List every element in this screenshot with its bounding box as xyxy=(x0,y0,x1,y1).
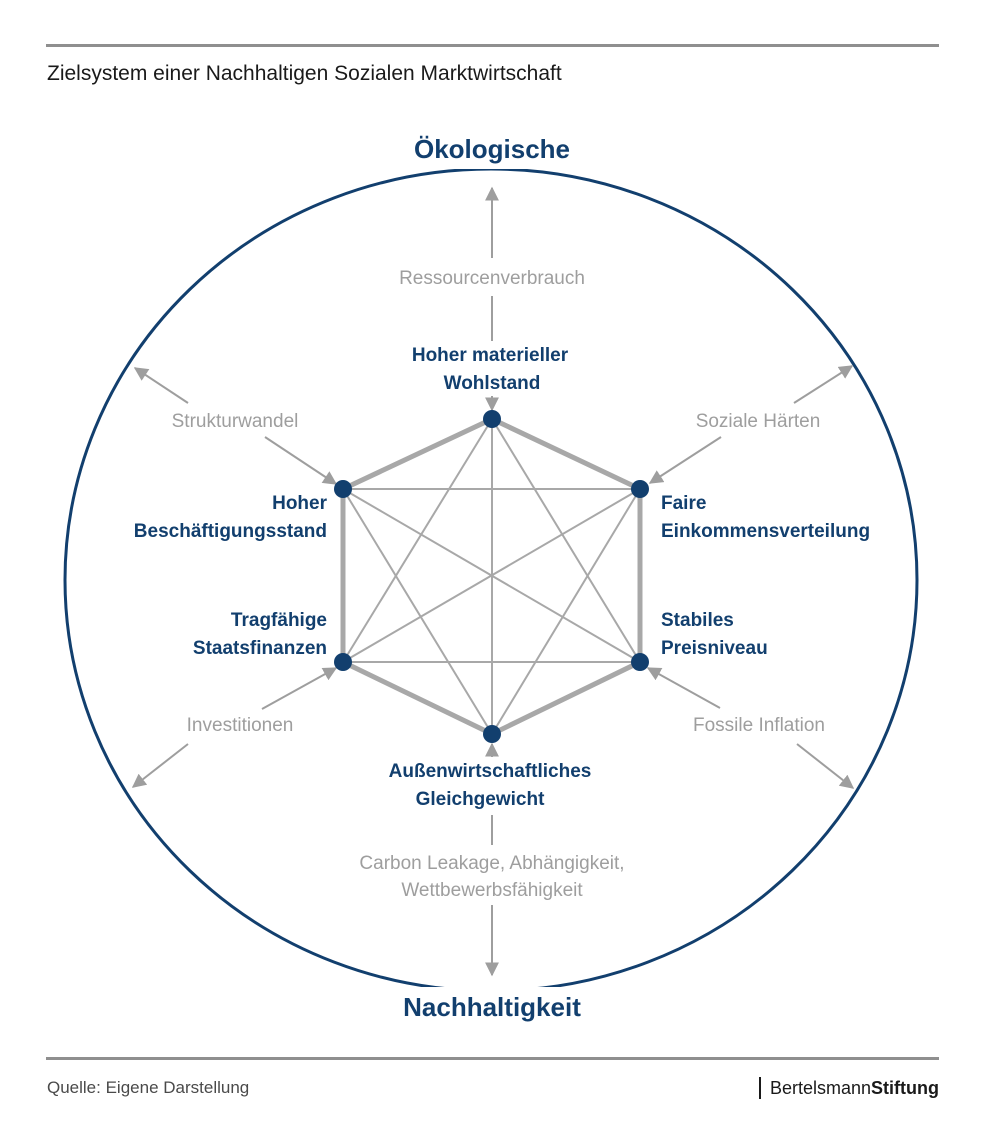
goal-upper-left-line1: Hoher xyxy=(272,493,328,514)
goal-bottom-line1: Außenwirtschaftliches xyxy=(389,761,592,782)
link-upperright-lowerleft xyxy=(342,488,641,663)
arrow-lower-left-outer xyxy=(131,743,189,788)
arrow-upper-right-outer xyxy=(793,365,854,404)
goal-lower-left-line2: Staatsfinanzen xyxy=(193,638,327,659)
dimension-bottom-label: Nachhaltigkeit xyxy=(403,992,581,1022)
arrow-lower-right-outer xyxy=(796,743,855,789)
goal-upper-left-line2: Beschäftigungsstand xyxy=(134,521,327,542)
risk-upper-right: Soziale Härten xyxy=(696,411,821,432)
link-upperleft-bottom xyxy=(342,488,493,735)
source-note: Quelle: Eigene Darstellung xyxy=(47,1078,250,1097)
risk-upper-left: Strukturwandel xyxy=(172,411,299,432)
node-upper-left xyxy=(334,480,352,498)
goal-lower-right-line1: Stabiles xyxy=(661,610,734,631)
goal-upper-right-line1: Faire xyxy=(661,493,706,514)
arrow-lower-left-inner xyxy=(261,667,338,710)
logo-part1: Bertelsmann xyxy=(769,1078,872,1098)
node-lower-left xyxy=(334,653,352,671)
bottom-rule xyxy=(46,1057,939,1060)
node-top xyxy=(483,410,501,428)
goal-bottom-line2: Gleichgewicht xyxy=(416,789,545,810)
bottom-dimension-mask xyxy=(380,987,602,1027)
goal-top-line2: Wohlstand xyxy=(444,373,541,394)
goal-lower-left-line1: Tragfähige xyxy=(231,610,327,631)
goal-top-line1: Hoher materieller xyxy=(412,345,569,366)
node-upper-right xyxy=(631,480,649,498)
arrow-upper-right-inner xyxy=(648,436,722,484)
top-dimension-mask xyxy=(396,129,586,169)
risk-top: Ressourcenverbrauch xyxy=(399,268,585,289)
risk-bottom-line1: Carbon Leakage, Abhängigkeit, xyxy=(359,853,624,874)
goal-lower-right-line2: Preisniveau xyxy=(661,638,768,659)
link-top-lowerleft xyxy=(342,418,493,663)
node-bottom xyxy=(483,725,501,743)
arrow-upper-left-outer xyxy=(133,367,189,404)
goal-upper-right-line2: Einkommensverteilung xyxy=(661,521,870,542)
bertelsmann-stiftung-logo: BertelsmannStiftung xyxy=(758,1077,939,1099)
dimension-top-label: Ökologische xyxy=(414,134,570,164)
link-upperright-bottom xyxy=(491,488,641,735)
risk-lower-right: Fossile Inflation xyxy=(693,715,825,736)
logo-part2: Stiftung xyxy=(871,1078,939,1098)
link-top-lowerright xyxy=(491,418,641,663)
risk-bottom-line2: Wettbewerbsfähigkeit xyxy=(401,880,583,901)
top-rule xyxy=(46,44,939,47)
risk-lower-left: Investitionen xyxy=(187,715,294,736)
node-lower-right xyxy=(631,653,649,671)
arrow-upper-left-inner xyxy=(264,436,338,485)
chart-title: Zielsystem einer Nachhaltigen Sozialen M… xyxy=(47,62,562,85)
arrow-lower-right-inner xyxy=(646,667,721,709)
